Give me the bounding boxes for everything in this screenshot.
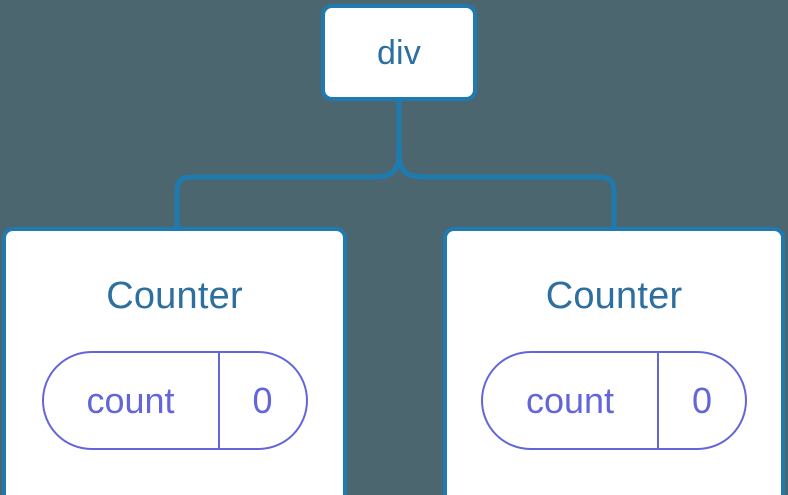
node-counter-1-label: Counter (106, 275, 243, 317)
node-counter-1[interactable]: Counter count 0 (2, 227, 347, 495)
state-pill-value-1: 0 (252, 379, 273, 421)
connector-branch-left (174, 149, 402, 229)
state-pill-key-2: count (525, 379, 615, 421)
state-pill-divider-2 (657, 353, 659, 448)
state-pill-count-1[interactable]: count 0 (41, 351, 308, 450)
node-counter-2-label: Counter (545, 275, 683, 317)
state-pill-key-1: count (86, 379, 175, 421)
connector-branch-right (396, 149, 617, 229)
state-pill-value-2: 0 (691, 379, 713, 421)
state-pill-count-2[interactable]: count 0 (481, 351, 747, 450)
state-pill-divider-1 (217, 353, 220, 448)
node-div-label: div (376, 33, 422, 72)
node-counter-2[interactable]: Counter count 0 (443, 227, 785, 495)
node-div[interactable]: div (321, 4, 477, 101)
